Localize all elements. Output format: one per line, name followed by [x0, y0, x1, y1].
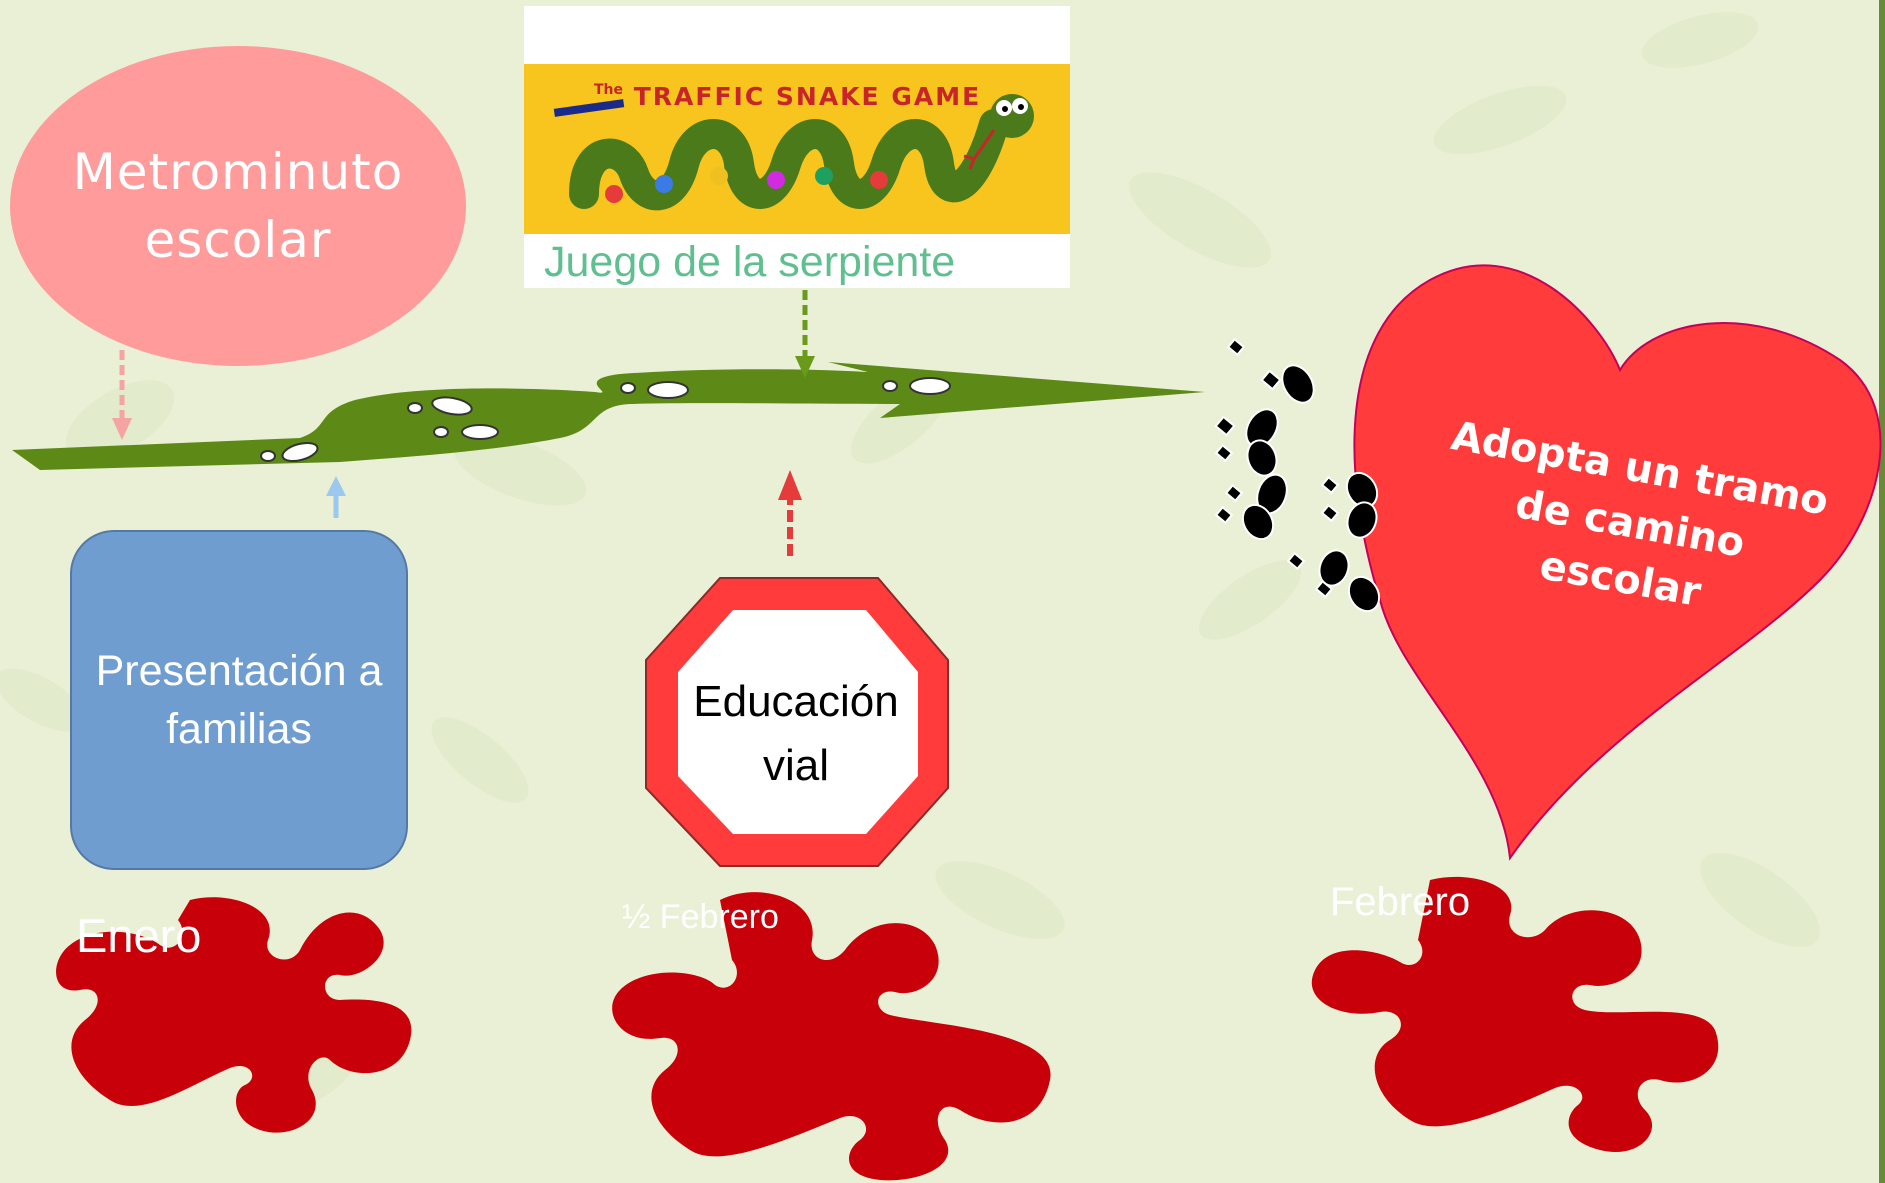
black-footprints [1214, 337, 1381, 613]
snake-illustration [553, 94, 1034, 211]
date-label-half-febrero: ½ Febrero [622, 898, 779, 936]
arrow-metrominuto-head [112, 418, 132, 440]
stop-octagon-inner [678, 610, 918, 834]
snake-game-image: The TRAFFIC SNAKE GAME Juego de la serpi… [524, 6, 1070, 288]
date-label-febrero: Febrero [1330, 880, 1471, 924]
snake-game-banner: The TRAFFIC SNAKE GAME [524, 64, 1070, 234]
metrominuto-node: Metrominuto escolar [10, 46, 466, 366]
date-label-enero: Enero [76, 909, 202, 962]
snake-game-title: The TRAFFIC SNAKE GAME [594, 82, 981, 111]
arrow-presentacion-head [326, 476, 346, 496]
road-footprints [260, 377, 951, 463]
presentacion-node: Presentación a familias [70, 530, 408, 870]
snake-game-caption: Juego de la serpiente [544, 238, 956, 286]
puzzle-piece-febrero [1311, 876, 1719, 1152]
presentacion-label: Presentación a familias [95, 647, 383, 753]
arrow-educacion-head [778, 470, 802, 500]
puzzle-piece-enero [56, 897, 412, 1133]
green-path-arrow [12, 362, 1205, 470]
right-edge-strip [1879, 0, 1885, 1183]
metrominuto-label: Metrominuto escolar [72, 143, 404, 269]
puzzle-piece-feb-half [612, 892, 1051, 1181]
snake-game-title-prefix: The [594, 82, 624, 98]
arrow-snake-head [795, 356, 815, 378]
snake-game-title-text: TRAFFIC SNAKE GAME [633, 82, 982, 111]
educacion-label: Educación vial [693, 677, 899, 790]
